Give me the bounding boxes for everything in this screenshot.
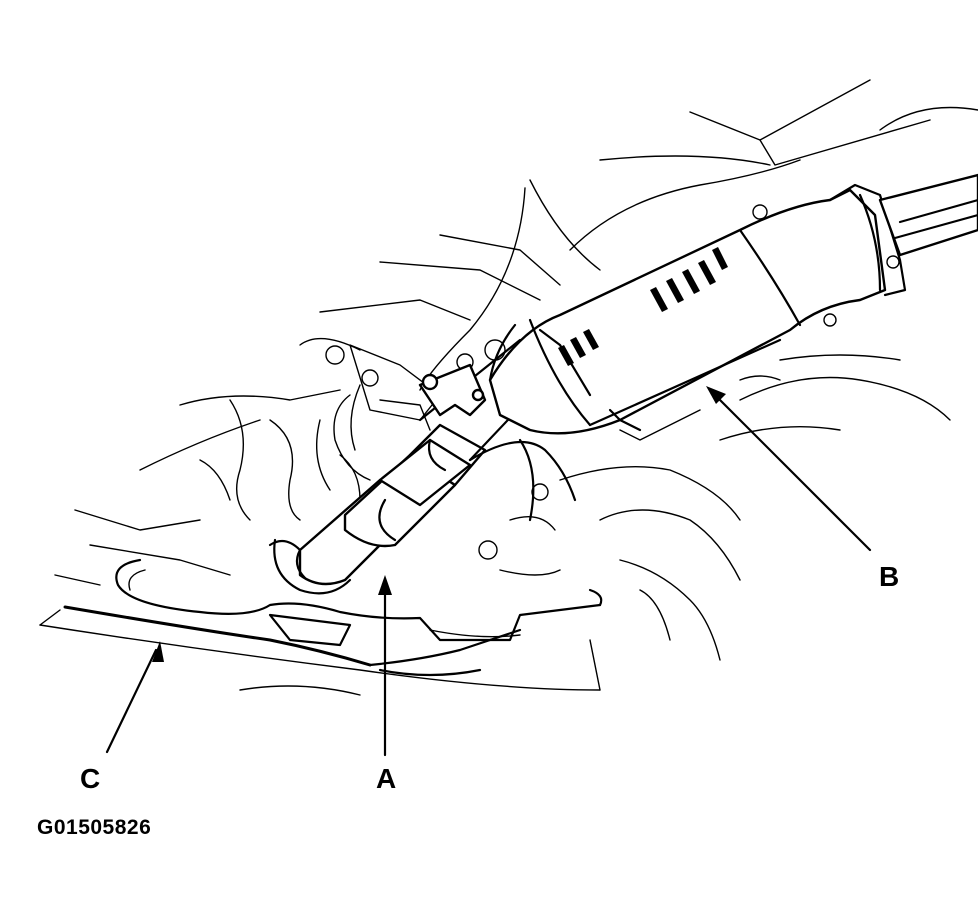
- figure-id-label: G01505826: [37, 816, 152, 839]
- callout-label-c: C: [80, 763, 101, 794]
- leader-lines: [105, 386, 872, 757]
- callout-label-b: B: [879, 561, 900, 592]
- front-pipe: [268, 338, 577, 595]
- callout-label-a: A: [376, 763, 397, 794]
- vehicle-body-outline: [39, 79, 978, 696]
- splash-shield: [39, 605, 522, 677]
- catalytic-converter: [488, 173, 978, 435]
- fuel-brake-line: [115, 375, 781, 642]
- pipe-flange: [418, 363, 487, 417]
